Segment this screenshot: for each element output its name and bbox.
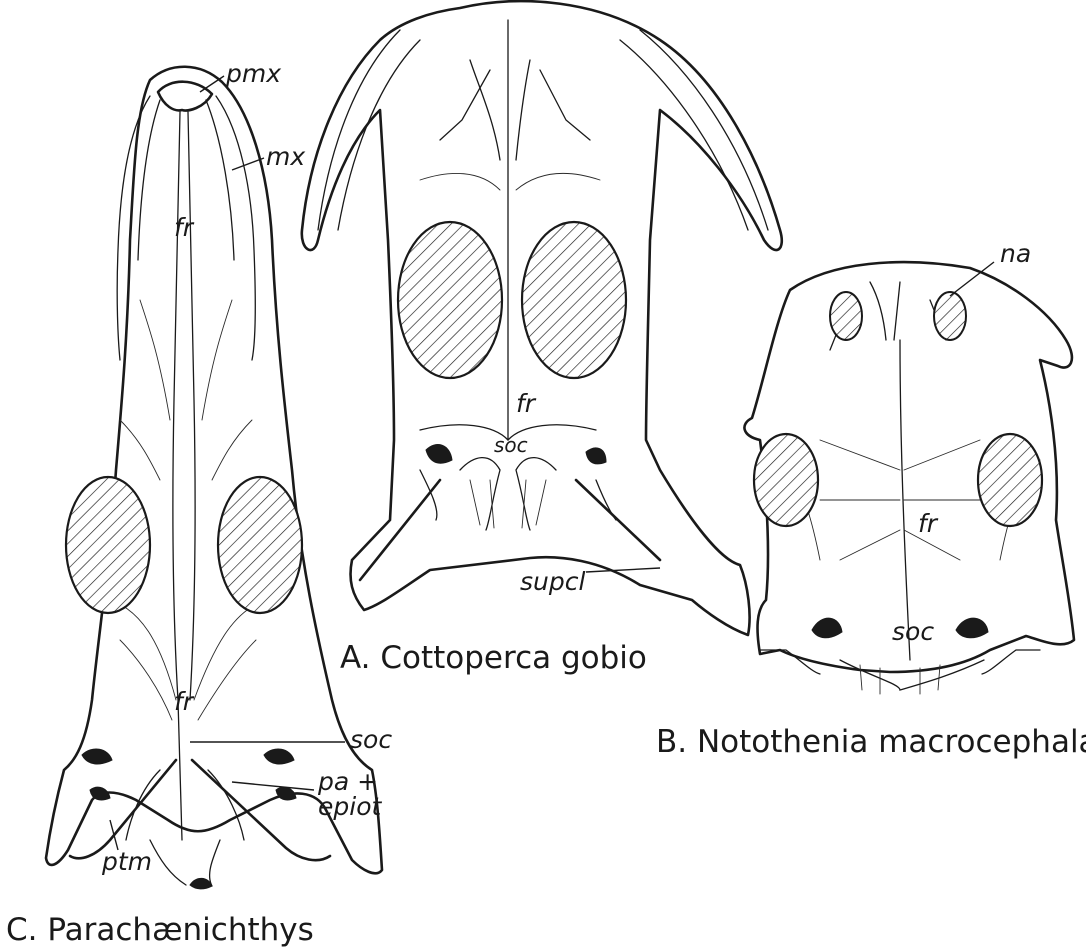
label-fr-lower: fr <box>174 687 195 716</box>
caption-b: B. Notothenia macrocephala <box>656 724 1086 760</box>
label-na: na <box>1000 239 1031 268</box>
label-supcl: supcl <box>520 567 585 596</box>
label-fr-b: fr <box>918 509 939 538</box>
orbit-b-upper-right <box>934 292 966 340</box>
orbit-c-right <box>218 477 302 613</box>
label-soc-a: soc <box>494 433 528 457</box>
label-soc-c: soc <box>350 725 392 754</box>
caption-c: C. Parachænichthys <box>6 912 314 948</box>
label-mx: mx <box>266 142 305 171</box>
label-soc-b: soc <box>892 617 934 646</box>
orbit-b-upper-left <box>830 292 862 340</box>
label-ptm: ptm <box>101 847 152 876</box>
orbit-a-right <box>522 222 626 378</box>
orbit-b-right <box>978 434 1042 526</box>
label-fr-a: fr <box>516 389 537 418</box>
orbit-a-left <box>398 222 502 378</box>
label-fr-upper: fr <box>174 213 195 242</box>
skull-a-cottoperca <box>302 1 782 635</box>
label-pa-epiot-2: epiot <box>318 792 382 821</box>
orbit-c-left <box>66 477 150 613</box>
caption-a: A. Cottoperca gobio <box>340 640 647 676</box>
label-pmx: pmx <box>225 59 281 88</box>
orbit-b-left <box>754 434 818 526</box>
